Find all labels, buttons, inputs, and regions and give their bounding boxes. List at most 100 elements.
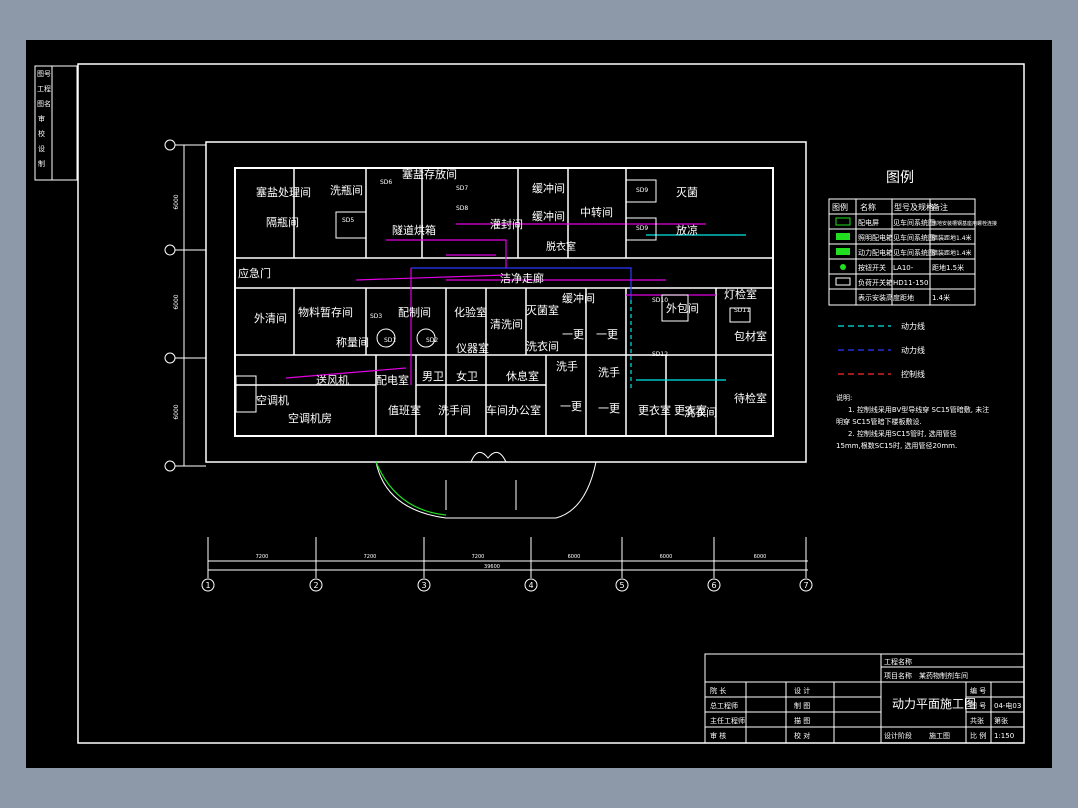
side-stamp-label: 设 [38, 144, 45, 153]
tb-right-key: 图 号 [970, 702, 986, 710]
side-stamp-labels: 图号 工程 图名 审 校 设 制 [37, 70, 51, 168]
cable-runs [285, 223, 746, 516]
room-label: 称量间 [336, 335, 369, 349]
room-label: 值班室 [388, 403, 421, 417]
tb-left-a: 审 核 [710, 731, 726, 740]
legend-row-name: 动力配电箱 [858, 248, 893, 257]
building-walls [205, 141, 807, 463]
equipment-tag: SD9 [636, 187, 648, 194]
line-legend-labels: 动力线 动力线 控制线 [901, 321, 925, 379]
tb-right-val: 第张 [994, 716, 1008, 725]
room-label: 男卫 [422, 370, 444, 383]
room-label: 灯检室 [724, 287, 757, 301]
room-label: 更衣室 [674, 403, 707, 417]
legend-row-note: 暗装距地1.4米 [932, 249, 972, 257]
room-label: 一更 [598, 402, 620, 415]
side-stamp-label: 图号 [37, 70, 51, 78]
tb-stage-value: 施工图 [929, 731, 950, 740]
tb-left-b: 制 图 [794, 701, 810, 710]
room-label: 休息室 [506, 369, 539, 383]
room-label: 灭菌室 [526, 303, 559, 317]
equipment-tag: SD9 [636, 225, 648, 232]
drawing-title: 动力平面施工图 [892, 697, 976, 711]
room-label: 洗手 [556, 359, 578, 373]
room-label: 应急门 [238, 266, 271, 280]
notes-line: 2. 控制线采用SC15管时, 选用管径 [848, 429, 957, 438]
span-label: 7200 [472, 554, 485, 560]
room-label: 洗瓶间 [330, 183, 363, 197]
row-span-label: 6000 [173, 404, 180, 419]
room-label: 一更 [562, 328, 584, 341]
notes-line: 明穿 SC15管暗下楼板敷设. [836, 417, 922, 426]
side-stamp-frame [34, 65, 78, 181]
legend-row-model: 见车间系统图 [893, 233, 935, 242]
tb-right-val: 1:150 [994, 732, 1014, 740]
room-label: 更衣室 [638, 403, 671, 417]
tb-project-label: 工程名称 [884, 657, 912, 666]
room-label: 外清间 [254, 312, 287, 325]
row-span-labels: 6000 6000 6000 [173, 194, 180, 419]
room-label: 包材室 [734, 329, 767, 343]
outer-frame [77, 63, 1025, 744]
total-span-label: 39600 [484, 564, 500, 570]
room-label: 配电室 [376, 373, 409, 387]
legend-row-name: 配电屏 [858, 218, 879, 227]
room-label: 空调机房 [288, 411, 332, 425]
room-label: 洗手 [598, 365, 620, 379]
room-label: 女卫 [456, 369, 478, 383]
equipment-tag: SD11 [734, 307, 750, 314]
legend-row-name: 按钮开关 [858, 263, 886, 272]
room-label: 仪器室 [456, 341, 489, 355]
tb-item-value: 某药物制剂车间 [919, 671, 968, 680]
legend-row-model: 见车间系统图 [893, 218, 935, 227]
row-span-label: 6000 [173, 194, 180, 209]
side-stamp-label: 图名 [37, 99, 51, 108]
room-label: 缓冲间 [532, 209, 565, 223]
line-legend [838, 325, 891, 375]
equipment-tag: SD12 [652, 351, 668, 358]
span-label: 7200 [256, 554, 269, 560]
row-axis-bubble [164, 352, 176, 364]
notes: 说明: 1. 控制线采用BV型导线穿 SC15管暗敷, 未注 明穿 SC15管暗… [836, 393, 989, 450]
room-label: 配制间 [398, 306, 431, 319]
axis-bubble [417, 578, 431, 592]
room-label: 中转间 [580, 205, 613, 219]
room-label: 外包间 [666, 302, 699, 315]
row-axis-bubble [164, 460, 176, 472]
axis-number: 5 [619, 581, 624, 590]
row-axis-bubble [164, 139, 176, 151]
tb-left-a: 主任工程师 [710, 716, 745, 725]
span-label: 6000 [754, 554, 767, 560]
legend-symbols [835, 217, 851, 286]
tb-right-key: 编 号 [970, 686, 986, 695]
equipment-tag: SD10 [652, 297, 668, 304]
room-label: 洗衣间 [526, 339, 559, 353]
room-label: 缓冲间 [532, 181, 565, 195]
room-label: 洗衣间 [684, 405, 717, 419]
notes-title: 说明: [836, 393, 852, 402]
axis-bubble [524, 578, 538, 592]
title-block [704, 653, 1025, 744]
equipment-tag: SD7 [456, 185, 468, 192]
room-label: 车间办公室 [486, 403, 541, 417]
room-label: 放凉 [676, 223, 698, 237]
axis-bubble [799, 578, 813, 592]
row-axes [164, 139, 206, 472]
axis-number: 3 [421, 581, 426, 590]
legend-header: 名称 [860, 202, 876, 212]
tb-right-val: 04-电03 [994, 701, 1021, 710]
span-label: 7200 [364, 554, 377, 560]
room-label: 一更 [596, 328, 618, 341]
axis-number: 4 [528, 581, 533, 590]
room-label: 空调机 [256, 393, 289, 407]
tb-item-label: 项目名称 [884, 671, 912, 680]
legend-row-name: 照明配电箱 [858, 233, 893, 242]
legend-row-note: 距地1.5米 [932, 263, 964, 272]
legend-title: 图例 [886, 170, 914, 186]
room-label: 待检室 [734, 391, 767, 405]
tb-right-key: 共张 [970, 716, 984, 725]
line-legend-label: 动力线 [901, 345, 925, 355]
room-label: 物料暂存间 [298, 305, 353, 319]
